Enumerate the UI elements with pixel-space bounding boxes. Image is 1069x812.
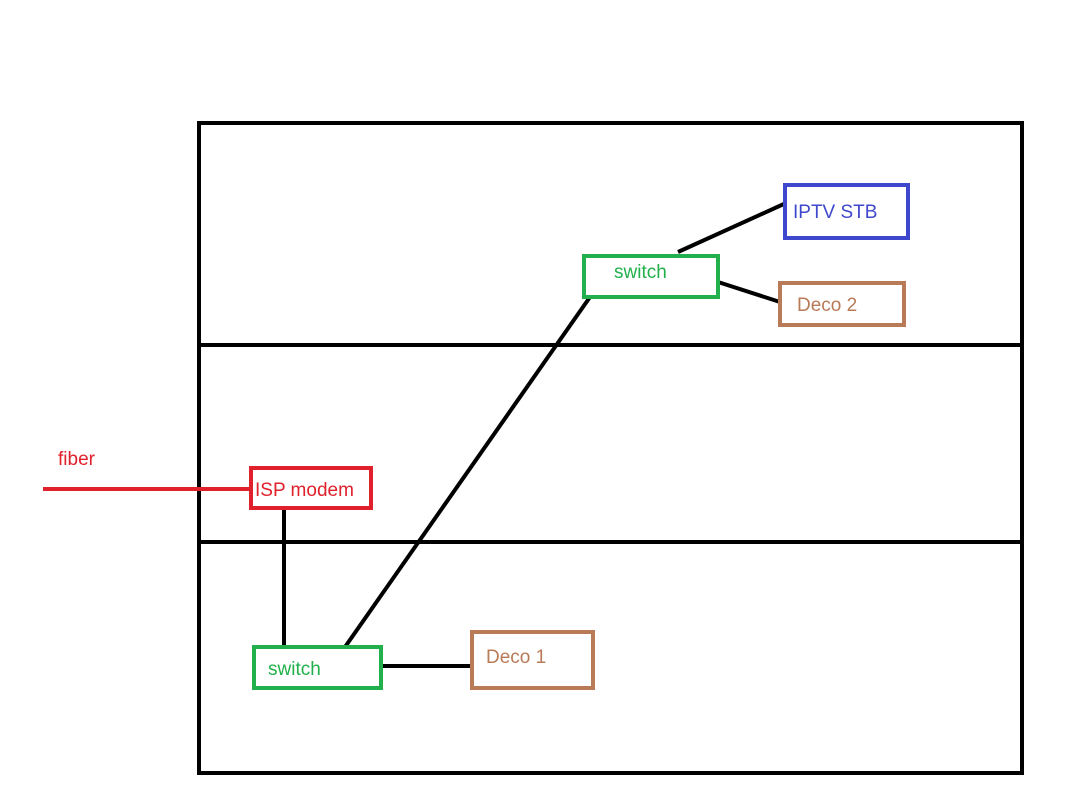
switch-upper-label: switch (614, 262, 667, 283)
isp-modem-box (249, 466, 373, 510)
switch-lower-node: switch (252, 645, 383, 690)
deco-1-label: Deco 1 (486, 647, 546, 668)
deco-2-label: Deco 2 (797, 295, 857, 316)
iptv-stb-label: IPTV STB (793, 202, 877, 223)
cable-switch-to-switch (343, 295, 592, 649)
building-outline (197, 121, 1024, 775)
switch-lower-box (252, 645, 383, 690)
isp-modem-label: ISP modem (255, 480, 354, 501)
isp-modem-node: ISP modem (249, 466, 373, 510)
iptv-stb-node: IPTV STB (783, 183, 910, 240)
iptv-stb-box (783, 183, 910, 240)
deco-2-box (778, 281, 906, 327)
cable-switch-to-deco-2 (717, 280, 781, 304)
deco-1-node: Deco 1 (470, 630, 595, 690)
switch-lower-label: switch (268, 659, 321, 680)
switch-upper-node: switch (582, 254, 720, 299)
switch-upper-box (582, 254, 720, 299)
deco-1-box (470, 630, 595, 690)
deco-2-node: Deco 2 (778, 281, 906, 327)
cable-switch-to-iptv (677, 201, 787, 254)
fiber-label: fiber (58, 449, 96, 470)
